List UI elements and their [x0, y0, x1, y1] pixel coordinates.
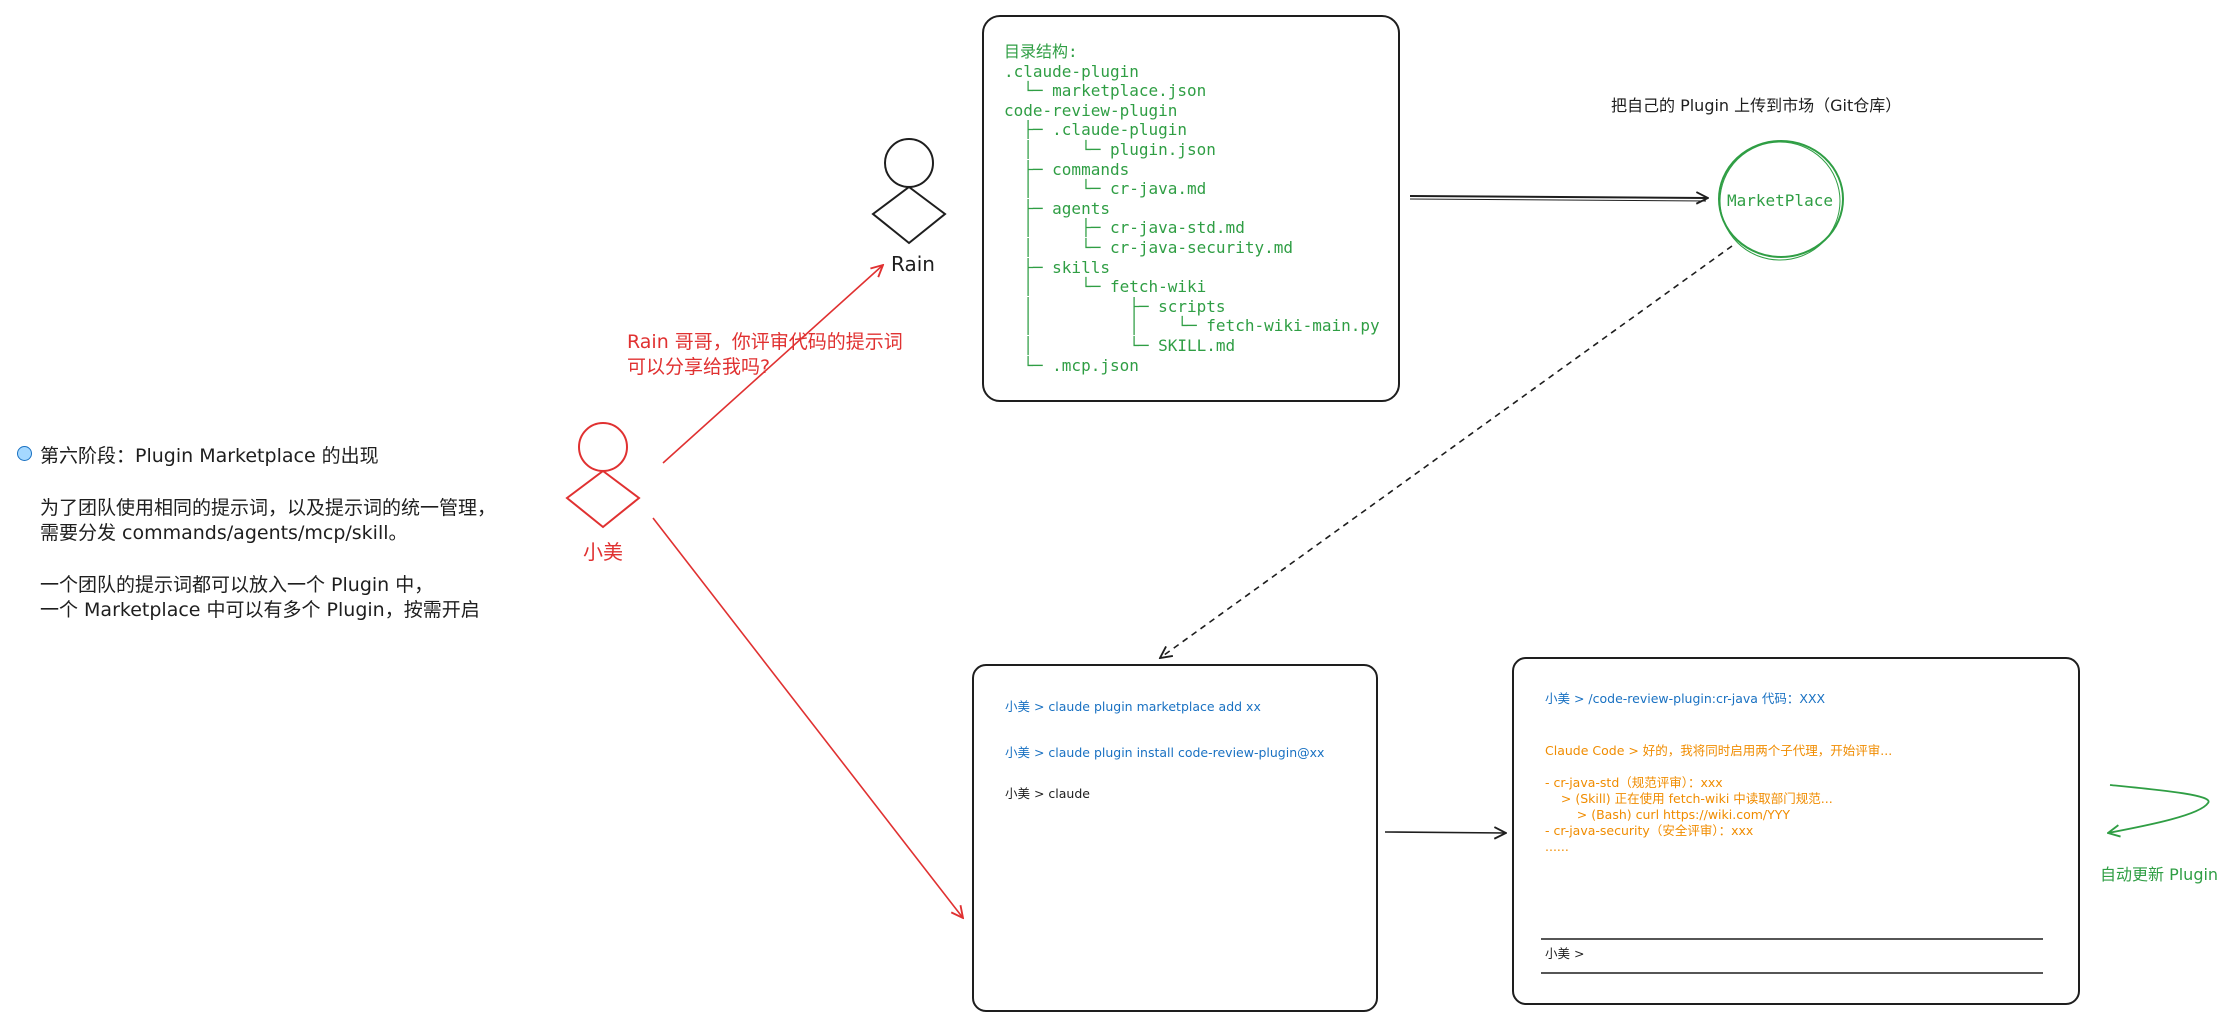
terminal-command: 小美 > claude — [1005, 786, 1090, 801]
tree-entry: │ └─ SKILL.md — [1004, 336, 1236, 355]
tree-entry: │ └─ fetch-wiki — [1004, 277, 1207, 297]
tree-entry: .claude-plugin — [1004, 61, 1139, 81]
tree-entry: └─ marketplace.json — [1004, 81, 1207, 101]
review-output-line: - cr-java-std（规范评审）：xxx — [1545, 775, 1723, 790]
tree-entry: │ ├─ cr-java-std.md — [1004, 218, 1245, 238]
tree-entry: │ └─ plugin.json — [1004, 140, 1216, 159]
auto-update-label: 自动更新 Plugin — [2100, 865, 2219, 884]
terminal-command: 小美 > claude plugin marketplace add xx — [1005, 699, 1261, 714]
tree-entry: │ ├─ scripts — [1004, 296, 1226, 316]
terminal-command: 小美 > /code-review-plugin:cr-java 代码：XXX — [1545, 691, 1826, 706]
tree-entry: code-review-plugin — [1004, 100, 1178, 120]
claude-reply: Claude Code > 好的，我将同时启用两个子代理，开始评审... — [1545, 743, 1893, 758]
tree-entry: └─ .mcp.json — [1004, 355, 1139, 375]
tree-entry: │ └─ cr-java-security.md — [1004, 238, 1293, 257]
review-output-line: > (Skill) 正在使用 fetch-wiki 中读取部门规范... — [1545, 791, 1833, 806]
review-output-line: - cr-java-security（安全评审）：xxx — [1545, 823, 1754, 838]
tree-entry: │ └─ cr-java.md — [1004, 179, 1207, 199]
section-title: 第六阶段：Plugin Marketplace 的出现 — [40, 445, 379, 467]
review-output-line: ...... — [1545, 839, 1569, 854]
tree-entry: ├─ skills — [1004, 257, 1110, 277]
bullet-dot-icon — [17, 446, 32, 461]
xiaomei-label: 小美 — [583, 540, 623, 564]
intro-paragraph-line: 为了团队使用相同的提示词，以及提示词的统一管理， — [40, 497, 497, 519]
terminal-install: 小美 > claude plugin marketplace add xx 小美… — [972, 664, 1378, 1012]
intro-paragraph-line: 需要分发 commands/agents/mcp/skill。 — [40, 522, 408, 544]
request-message: Rain 哥哥，你评审代码的提示词 可以分享给我吗? — [627, 330, 903, 380]
marketplace-caption: 把自己的 Plugin 上传到市场（Git仓库） — [1611, 96, 1902, 115]
xiaomei-person-icon — [565, 422, 641, 529]
terminal-flow-arrow — [1384, 832, 1506, 833]
terminal-command: 小美 > claude plugin install code-review-p… — [1005, 745, 1325, 760]
auto-update-arrow — [2108, 784, 2210, 833]
tree-entry: ├─ agents — [1004, 198, 1110, 218]
request-line: 可以分享给我吗? — [627, 356, 771, 378]
rain-label: Rain — [891, 252, 935, 276]
request-line: Rain 哥哥，你评审代码的提示词 — [627, 331, 903, 353]
intro-paragraph-line: 一个 Marketplace 中可以有多个 Plugin，按需开启 — [40, 599, 480, 621]
upload-arrow — [1409, 196, 1708, 198]
terminal-review: 小美 > /code-review-plugin:cr-java 代码：XXX … — [1512, 657, 2080, 1005]
tree-entry: │ │ └─ fetch-wiki-main.py — [1004, 316, 1380, 336]
review-output-line: > (Bash) curl https://wiki.com/YYY — [1545, 807, 1791, 822]
rain-person-icon — [871, 138, 947, 245]
marketplace-label: MarketPlace — [1727, 191, 1833, 210]
install-arrow — [652, 517, 963, 918]
terminal-prompt: 小美 > — [1545, 946, 1585, 961]
intro-paragraph-line: 一个团队的提示词都可以放入一个 Plugin 中， — [40, 574, 434, 596]
tree-entry: ├─ .claude-plugin — [1004, 120, 1188, 140]
tree-entry: 目录结构: — [1004, 42, 1078, 61]
tree-entry: ├─ commands — [1004, 159, 1130, 179]
